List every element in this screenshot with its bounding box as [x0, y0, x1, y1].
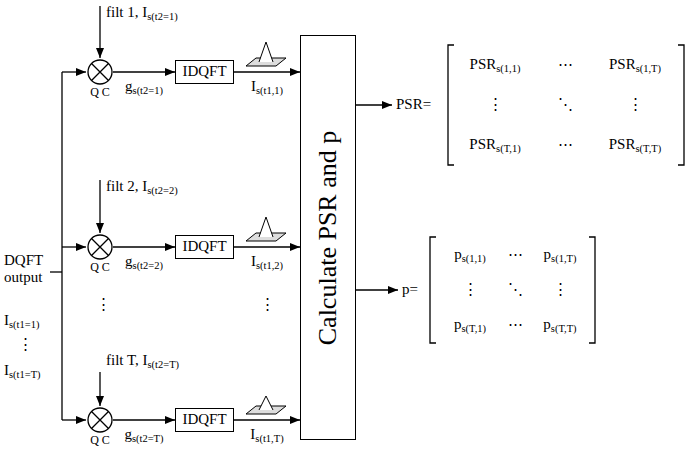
process-box: IDQFT — [175, 60, 234, 84]
matrix-cell: ⋯ — [508, 316, 523, 333]
filter-name: filt 1, Is(t2=1) — [106, 4, 178, 21]
matrix-bracket — [678, 45, 684, 165]
calculation-box: Calculate PSR and p — [300, 35, 356, 440]
filter-arrow — [99, 372, 100, 406]
peak-icon — [246, 396, 286, 414]
signal-name: gs(t2=1) — [125, 78, 163, 95]
matrix-cell: ps(T,T) — [543, 316, 576, 333]
matrix-cell: ps(T,1) — [454, 316, 486, 333]
box-label: IDQFT — [182, 411, 226, 428]
filter-name: filt 2, Is(t2=2) — [106, 178, 178, 195]
multiplier-symbol — [87, 407, 113, 433]
multiplier-circle: Q C — [87, 59, 113, 85]
matrix-cell: ⋯ — [558, 136, 573, 153]
matrix-cell: PSRs(T,1) — [469, 136, 520, 153]
box-label: IDQFT — [182, 238, 226, 255]
matrix-cell: ⋮ — [463, 281, 478, 298]
process-box: IDQFT — [175, 235, 234, 259]
ellipsis: ⋮ — [260, 296, 275, 313]
matrix-cell: ⋱ — [558, 96, 573, 113]
operator-label: Q C — [90, 434, 110, 448]
signal-arrow — [113, 246, 175, 247]
matrix-name: PSR= — [396, 96, 431, 113]
process-box: IDQFT — [175, 408, 234, 432]
input-stub — [50, 271, 62, 272]
matrix-bracket — [430, 237, 436, 343]
matrix-cell: ⋱ — [508, 281, 523, 298]
output-arrow — [356, 289, 398, 290]
ellipsis: ⋮ — [18, 336, 33, 353]
peak-icon — [246, 42, 286, 66]
signal-name: gs(t2=T) — [124, 426, 163, 443]
signal-arrow — [234, 71, 300, 72]
matrix-cell: ⋮ — [488, 96, 503, 113]
signal-arrow — [113, 419, 175, 420]
multiplier-circle: Q C — [87, 234, 113, 260]
signal-name: gs(t2=2) — [125, 253, 163, 270]
signal-name: Is(t1,2) — [251, 253, 283, 270]
input-trunk — [61, 72, 62, 420]
filter-arrow — [99, 180, 100, 233]
ellipsis: ⋮ — [96, 296, 111, 313]
matrix-name: p= — [402, 281, 418, 298]
multiplier-symbol — [87, 234, 113, 260]
signal-name: Is(t1=T) — [4, 362, 41, 379]
matrix-bracket — [448, 45, 454, 165]
signal-name: Is(t1=1) — [4, 312, 39, 329]
matrix-cell: PSRs(T,T) — [609, 136, 661, 153]
operator-label: Q C — [90, 86, 110, 100]
filter-arrow — [99, 6, 100, 58]
signal-arrow — [113, 71, 175, 72]
matrix-cell: ps(1,1) — [454, 246, 486, 263]
filter-name: filt T, Is(t2=T) — [106, 352, 179, 369]
matrix-cell: PSRs(1,1) — [470, 56, 521, 73]
signal-arrow — [234, 246, 300, 247]
box-label: IDQFT — [182, 63, 226, 80]
box-label: Calculate PSR and p — [313, 130, 343, 344]
matrix-cell: ⋯ — [558, 56, 573, 73]
matrix-cell: PSRs(1,T) — [609, 56, 661, 73]
matrix-cell: ⋮ — [553, 281, 568, 298]
signal-name: Is(t1,T) — [250, 426, 283, 443]
matrix-cell: ps(1,T) — [544, 246, 577, 263]
operator-label: Q C — [90, 261, 110, 275]
signal-name: Is(t1,1) — [251, 78, 283, 95]
matrix-cell: ⋮ — [628, 96, 643, 113]
branch-line — [62, 246, 86, 247]
signal-arrow — [234, 419, 300, 420]
output-arrow — [356, 104, 392, 105]
peak-icon — [246, 217, 286, 241]
input-name: DQFT output — [4, 252, 50, 287]
branch-line — [62, 71, 86, 72]
matrix-cell: ⋯ — [508, 246, 523, 263]
matrix-bracket — [589, 237, 595, 343]
multiplier-circle: Q C — [87, 407, 113, 433]
multiplier-symbol — [87, 59, 113, 85]
branch-line — [62, 419, 86, 420]
